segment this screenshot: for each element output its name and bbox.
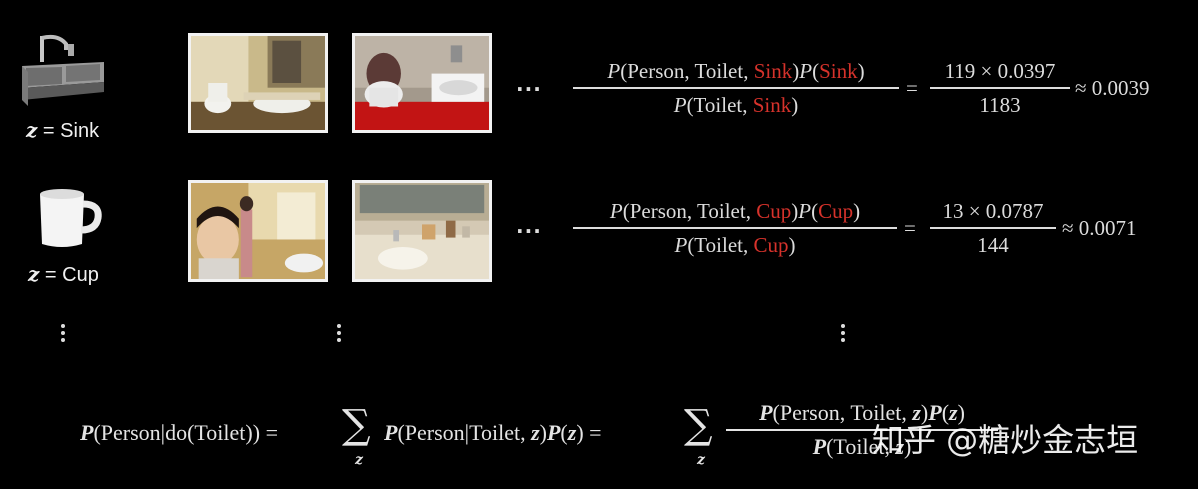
formula-rhs-fraction: P(Person, Toilet, z)P(z) P(Toilet, z): [726, 400, 998, 460]
z-label-sink: z = Sink: [26, 118, 100, 142]
formula-lhs: P(Person|do(Toilet)) =: [80, 420, 278, 445]
formula-middle: P(Person|Toilet, z)P(z) =: [384, 420, 602, 445]
calc-fraction-sink: 119 × 0.0397 1183: [930, 58, 1070, 118]
vertical-ellipsis-photos: [337, 324, 341, 345]
bathroom-photo-3: [188, 180, 328, 282]
calc-denominator-cup: 144: [977, 232, 1009, 257]
vertical-ellipsis-icons: [61, 324, 65, 345]
result-sink: ≈ 0.0039: [1075, 76, 1150, 100]
fraction-cup: P(Person, Toilet, Cup)P(Cup) P(Toilet, C…: [573, 198, 897, 258]
sink-icon: [18, 34, 108, 108]
denominator-sink: P(Toilet, Sink): [673, 92, 799, 117]
zhihu-watermark: 知乎 @糖炒金志垣: [872, 421, 1139, 459]
calc-denominator-sink: 1183: [979, 92, 1021, 117]
z-label-cup: z = Cup: [28, 262, 99, 286]
formula-rhs-denominator: P(Toilet, z): [812, 433, 912, 459]
calc-bar-sink: [930, 87, 1070, 89]
fraction-sink: P(Person, Toilet, Sink)P(Sink) P(Toilet,…: [573, 58, 899, 118]
numerator-sink: P(Person, Toilet, Sink)P(Sink): [607, 59, 865, 83]
calc-numerator-sink: 119 × 0.0397: [944, 59, 1056, 83]
sum-subscript-1: z: [355, 452, 363, 468]
result-cup: ≈ 0.0071: [1062, 216, 1137, 240]
bathroom-photo-1: [188, 33, 328, 133]
calc-fraction-cup: 13 × 0.0787 144: [930, 198, 1056, 258]
equals-cup: =: [904, 216, 916, 240]
calc-bar-cup: [930, 227, 1056, 229]
numerator-cup: P(Person, Toilet, Cup)P(Cup): [609, 199, 861, 223]
bathroom-photo-4: [352, 180, 492, 282]
sum-symbol-1: ∑: [342, 402, 371, 448]
ellipsis-row-cup: ...: [516, 214, 542, 238]
sum-symbol-2: ∑: [684, 402, 713, 448]
cup-icon: [34, 186, 104, 250]
vertical-ellipsis-formulas: [841, 324, 845, 345]
formula-rhs-numerator: P(Person, Toilet, z)P(z): [759, 400, 965, 425]
fraction-bar-cup: [573, 227, 897, 229]
denominator-cup: P(Toilet, Cup): [674, 232, 796, 257]
sum-subscript-2: z: [697, 452, 705, 468]
formula-rhs-bar: [726, 429, 998, 431]
bathroom-photo-2: [352, 33, 492, 133]
equals-sink: =: [906, 76, 918, 100]
fraction-bar-sink: [573, 87, 899, 89]
calc-numerator-cup: 13 × 0.0787: [942, 199, 1044, 223]
ellipsis-row-sink: ...: [516, 72, 542, 96]
